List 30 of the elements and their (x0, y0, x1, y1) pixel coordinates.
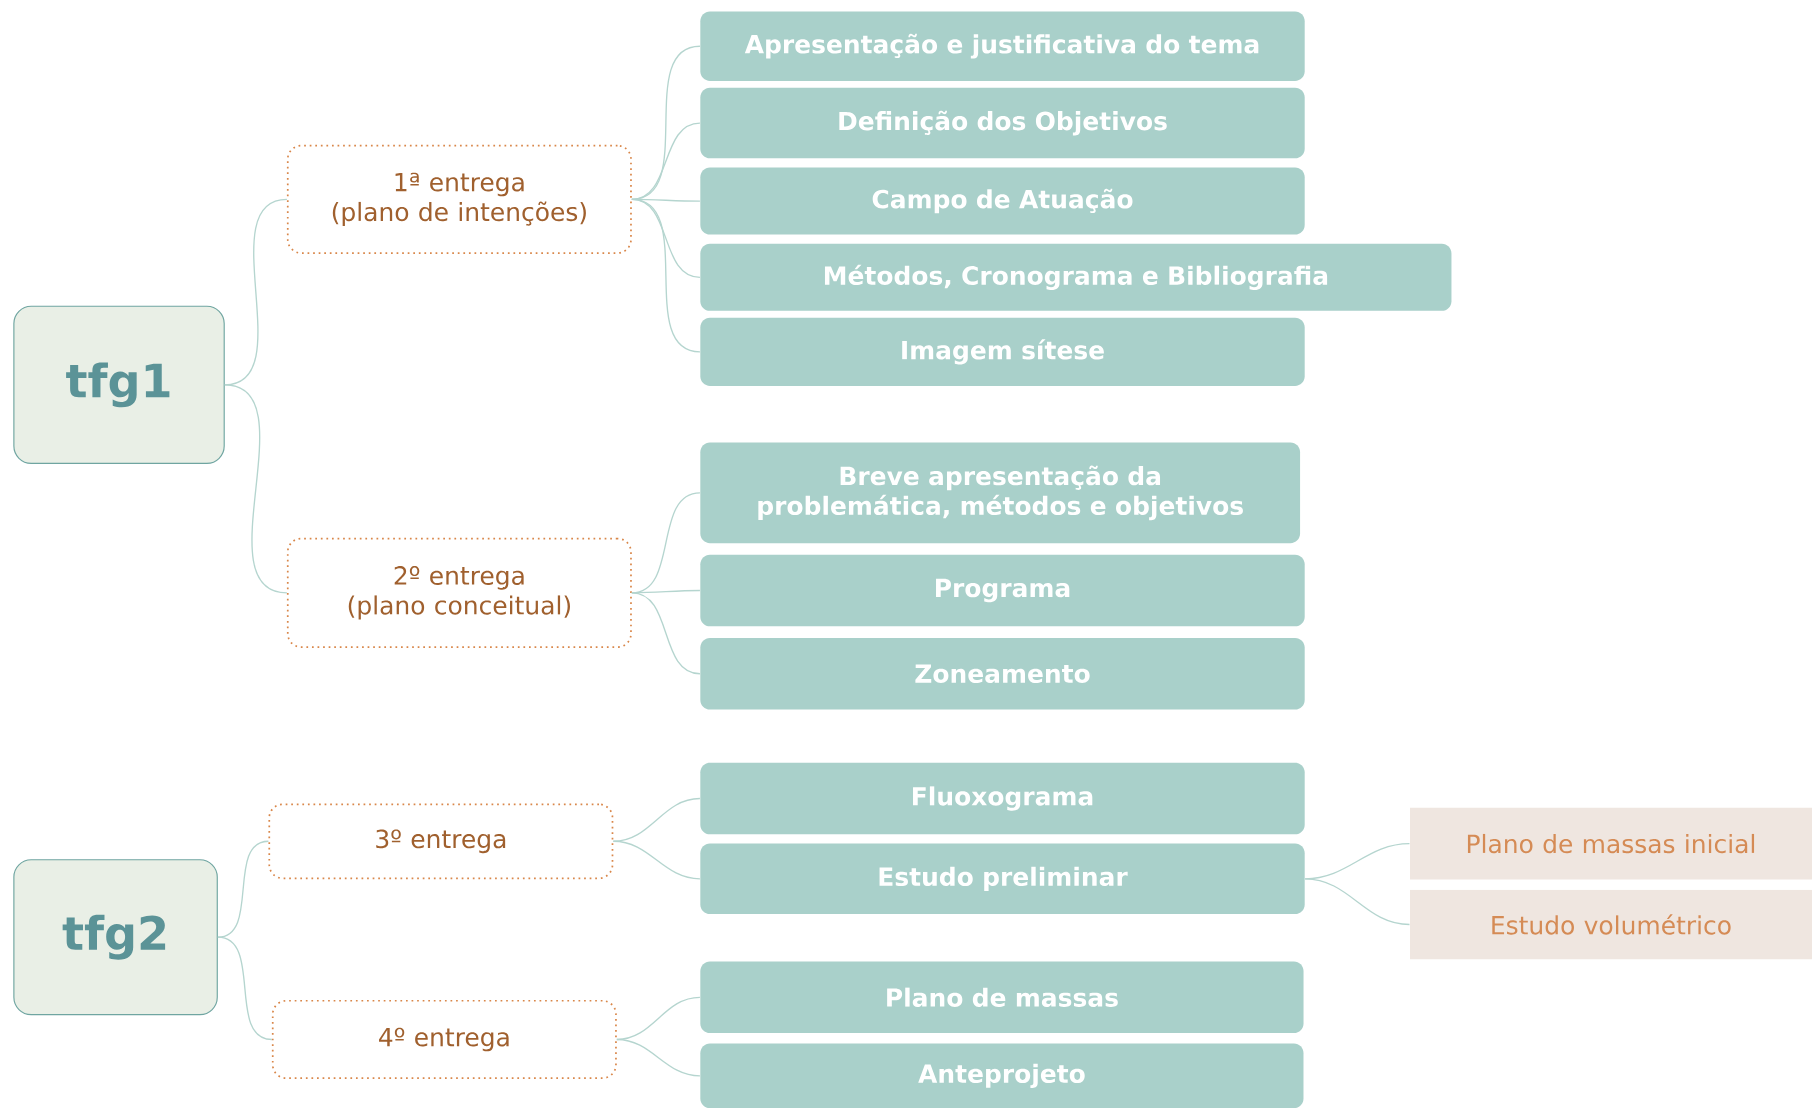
stage-box: 2º entrega (plano conceitual) (286, 537, 632, 648)
topic-box: Imagem sítese (700, 317, 1305, 386)
topic-box: Métodos, Cronograma e Bibliografia (700, 243, 1452, 311)
topic-box: Breve apresentação da problemática, métodos e objetivos (700, 442, 1301, 544)
topic-box: Zoneamento (700, 637, 1305, 710)
connector (612, 797, 701, 842)
connector (631, 122, 701, 200)
connector (612, 840, 701, 880)
stage-box: 1ª entrega (plano de intenções) (286, 144, 632, 254)
topic-box: Campo de Atuação (700, 167, 1305, 235)
connector (217, 936, 273, 1041)
topic-box: Anteprojeto (700, 1043, 1304, 1108)
connector (1304, 878, 1411, 926)
connector (616, 1038, 701, 1077)
topic-box: Programa (700, 554, 1305, 627)
topic-box: Fluoxograma (700, 762, 1305, 835)
topic-box: Estudo preliminar (700, 843, 1305, 914)
connector (631, 592, 701, 675)
connector (631, 198, 701, 353)
subtopic-box: Plano de massas inicial (1409, 807, 1812, 880)
topic-box: Definição dos Objetivos (700, 87, 1305, 159)
root-box: tfg2 (13, 859, 218, 1016)
subtopic-box: Estudo volumétrico (1409, 889, 1812, 960)
topic-box: Plano de massas (700, 961, 1304, 1033)
connector (217, 840, 270, 938)
stage-box: 4º entrega (271, 999, 617, 1079)
root-box: tfg1 (13, 305, 225, 464)
topic-box: Apresentação e justificativa do tema (700, 11, 1305, 81)
connector (224, 384, 288, 594)
stage-box: 3º entrega (268, 803, 614, 880)
